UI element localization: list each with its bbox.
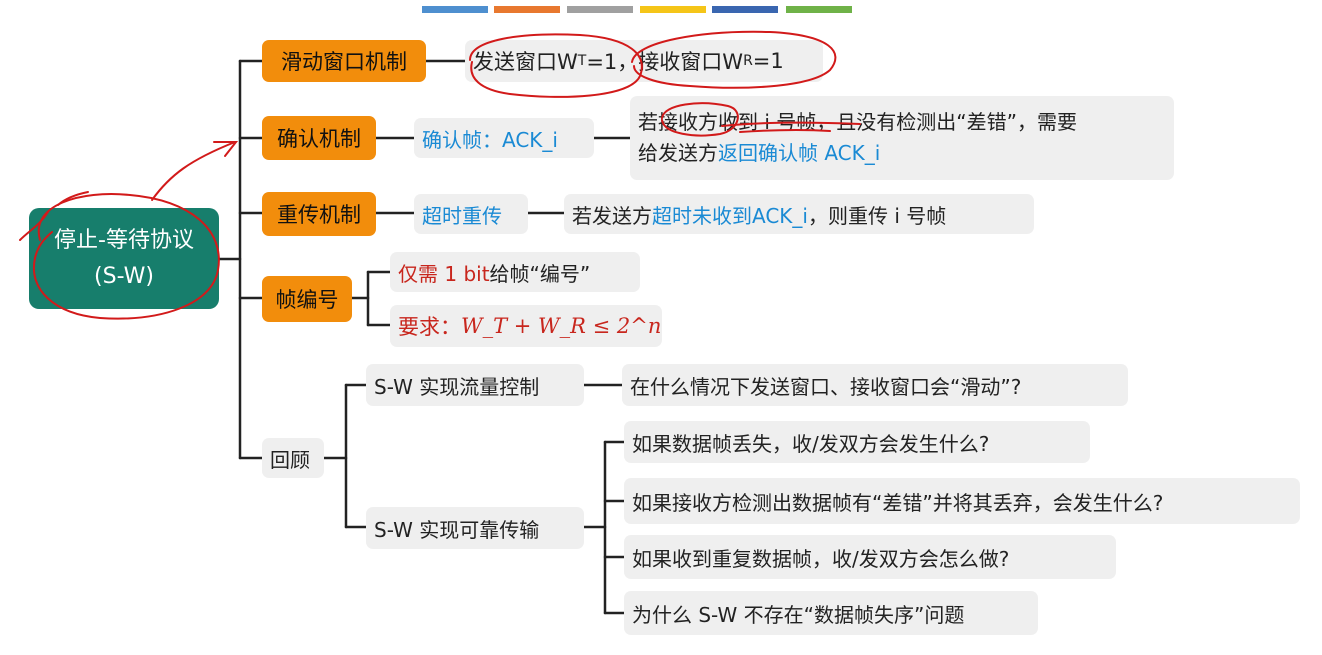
annotation-arrow-to-ack (151, 141, 239, 201)
root-abbrev: (S-W) (94, 263, 154, 289)
root-title: 停止-等待协议 (54, 227, 194, 253)
reliable-question-1: 如果数据帧丢失，收/发双方会发生什么? (624, 421, 1090, 463)
root-node-stop-and-wait: 停止-等待协议 (S-W) (29, 208, 219, 309)
recv-window-value: =1 (752, 49, 784, 73)
color-swatch-6 (786, 6, 852, 13)
recv-window-sub: R (743, 53, 753, 69)
ack-frame: 确认帧：ACK_i (414, 118, 594, 158)
color-swatch-2 (494, 6, 560, 13)
color-swatch-1 (422, 6, 488, 13)
ack-description: 若接收方收到 i 号帧，且没有检测出“差错”，需要 给发送方返回确认帧 ACK_… (630, 96, 1174, 180)
annotation-tick-root (19, 191, 89, 241)
reliable-question-4: 为什么 S-W 不存在“数据帧失序”问题 (624, 591, 1038, 635)
branch-retransmit: 重传机制 (262, 192, 376, 236)
branch-ack-mechanism: 确认机制 (262, 116, 376, 160)
retransmit-method: 超时重传 (414, 194, 528, 234)
annotation-circle-receiver (661, 102, 739, 137)
color-swatch-5 (712, 6, 778, 13)
numbering-window-requirement: 要求： W_T + W_R ≤ 2^n (390, 305, 662, 347)
annotation-circle-send-window (469, 33, 643, 98)
annotation-underline-frame-i (721, 121, 861, 127)
send-window-label: 发送窗口W (473, 50, 578, 74)
window-sum-formula: W_T + W_R ≤ 2^n (461, 314, 662, 338)
branch-review: 回顾 (262, 438, 324, 478)
annotation-circle-root (32, 193, 220, 320)
annotation-underline-frame-i-2 (739, 128, 831, 133)
flow-control-question: 在什么情况下发送窗口、接收窗口会“滑动”? (622, 364, 1128, 406)
numbering-one-bit: 仅需 1 bit 给帧“编号” (390, 252, 640, 292)
review-flow-control: S-W 实现流量控制 (366, 364, 584, 406)
branch-sliding-window: 滑动窗口机制 (262, 40, 426, 82)
retransmit-description: 若发送方超时未收到ACK_i，则重传 i 号帧 (564, 194, 1034, 234)
reliable-question-3: 如果收到重复数据帧，收/发双方会怎么做? (624, 535, 1116, 579)
branch-frame-numbering: 帧编号 (262, 276, 352, 322)
reliable-question-2: 如果接收方检测出数据帧有“差错”并将其丢弃，会发生什么? (624, 478, 1300, 524)
color-swatch-3 (567, 6, 633, 13)
review-reliable-transfer: S-W 实现可靠传输 (366, 507, 584, 549)
color-swatch-4 (640, 6, 706, 13)
ack-desc-line1: 若接收方收到 i 号帧，且没有检测出“差错”，需要 (638, 110, 1077, 134)
annotation-circle-recv-window (631, 30, 837, 89)
send-window-sub: T (577, 53, 587, 69)
recv-window-label: 接收窗口W (638, 50, 744, 74)
send-window-value: =1， (586, 50, 639, 74)
ack-desc-line2: 给发送方返回确认帧 ACK_i (638, 141, 881, 165)
